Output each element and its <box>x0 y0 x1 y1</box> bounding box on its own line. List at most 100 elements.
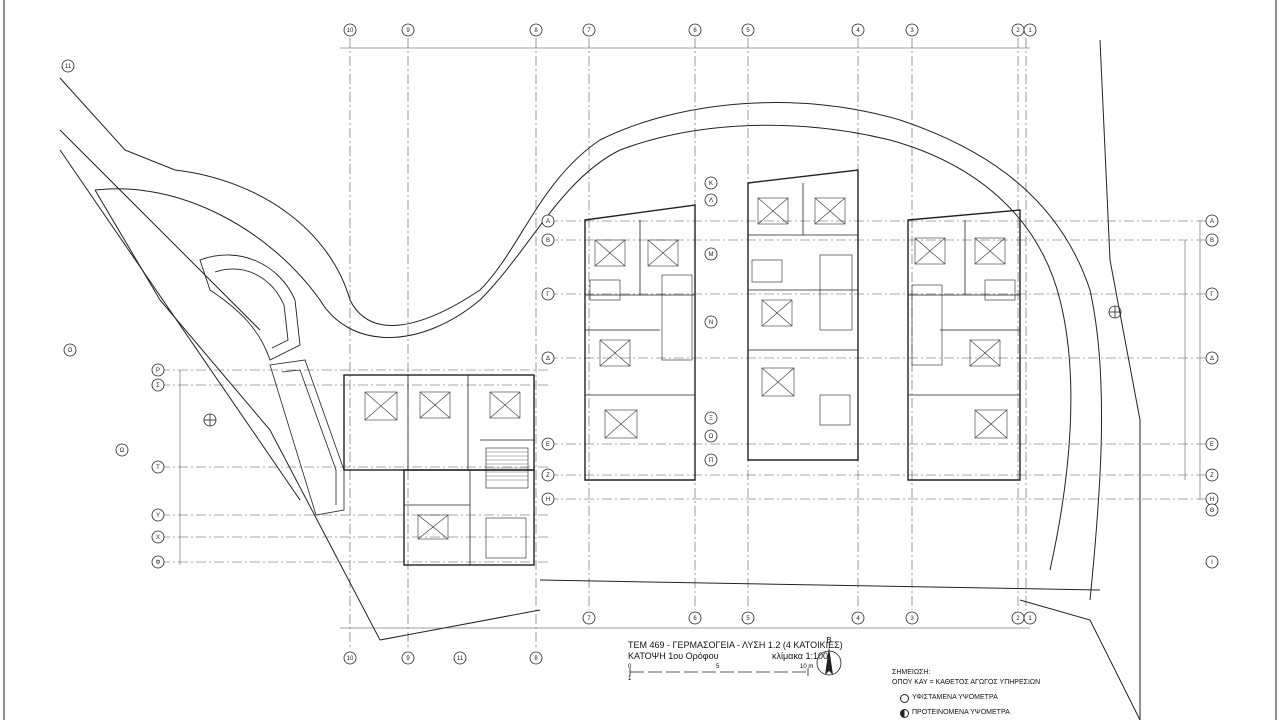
grid-labels-middle: K Λ M N Ξ Ο Π <box>709 181 714 464</box>
grid-label: 7 <box>587 616 591 622</box>
grid-labels-top: 10 9 8 7 6 5 4 3 2 1 11 <box>65 28 1032 70</box>
legend-existing-levels: ΥΦΙΣΤΑΜΕΝΑ ΥΨΟΜΕΤΡΑ <box>892 693 1042 703</box>
grid-label: 2 <box>1016 28 1020 34</box>
grid-label: Ο <box>68 348 73 354</box>
grid-label: I <box>1211 560 1213 566</box>
grid-label: Δ <box>546 356 550 362</box>
grid-label: 8 <box>534 656 538 662</box>
grid-label: 1 <box>1028 616 1032 622</box>
notes-line: ΟΠΟΥ ΚΑΥ = ΚΑΘΕΤΟΣ ΑΓΩΓΟΣ ΥΠΗΡΕΣΙΩΝ <box>892 679 1041 686</box>
grid-label: E <box>546 442 550 448</box>
scale-mark: 10 m <box>800 664 813 670</box>
grid-label: Z <box>1210 473 1214 479</box>
grid-lines-vertical <box>349 38 1027 650</box>
scale-mark: 5 <box>716 664 720 670</box>
grid-label: 4 <box>856 616 860 622</box>
grid-label: T <box>156 465 160 471</box>
grid-label: 6 <box>693 616 697 622</box>
grid-bubbles-top <box>61 23 1037 73</box>
grid-label: Γ <box>546 292 550 298</box>
notes-block: ΣΗΜΕΙΩΣΗ: ΟΠΟΥ ΚΑΥ = ΚΑΘΕΤΟΣ ΑΓΩΓΟΣ ΥΠΗΡ… <box>892 668 1042 718</box>
grid-label: 8 <box>534 28 538 34</box>
grid-labels-right: A B Γ Δ E Z H Θ I A B Γ Δ E Z H <box>546 219 1215 566</box>
grid-label: 3 <box>910 616 914 622</box>
grid-label: H <box>1210 497 1214 503</box>
dimension-lines <box>179 47 1201 629</box>
grid-label: X <box>156 535 160 541</box>
grid-lines-horizontal <box>160 220 1210 563</box>
north-label: Β <box>826 636 832 645</box>
grid-bubbles-left <box>63 343 165 569</box>
scale-mark: 0 <box>628 664 632 670</box>
grid-label: 11 <box>65 64 72 70</box>
proposed-level-icon <box>900 709 909 718</box>
legend-proposed-levels: ΠΡΟΤΕΙΝΟΜΕΝΑ ΥΨΟΜΕΤΡΑ <box>892 708 1042 718</box>
house-1 <box>343 374 535 566</box>
drawing-subtitle: ΚΑΤΟΨΗ 1ου Ορόφου <box>628 651 719 661</box>
grid-label: A <box>546 219 550 225</box>
grid-label: P <box>156 368 160 374</box>
curved-terrace <box>199 254 301 361</box>
house-4 <box>907 209 1021 481</box>
house-2 <box>584 204 696 481</box>
grid-label: Ο <box>709 434 714 440</box>
house-4-beds <box>914 237 1008 439</box>
grid-label: B <box>546 238 550 244</box>
grid-label: 6 <box>693 28 697 34</box>
grid-label: 10 <box>347 28 354 34</box>
scale-mark: 1 <box>628 676 632 680</box>
grid-label: H <box>546 497 550 503</box>
grid-label: M <box>709 252 714 258</box>
house-3-beds <box>757 197 846 397</box>
notes-heading: ΣΗΜΕΙΩΣΗ: <box>892 669 931 676</box>
site-boundary <box>59 39 1141 720</box>
grid-label: Π <box>709 458 713 464</box>
grid-label: N <box>709 320 713 326</box>
compass-icon <box>816 647 842 676</box>
house-1-stairs <box>486 451 528 481</box>
grid-label: 9 <box>406 28 410 34</box>
grid-label: Ω <box>120 448 125 454</box>
grid-label: Θ <box>1210 508 1215 514</box>
grid-bubbles-right <box>541 214 1219 569</box>
grid-label: Y <box>156 513 160 519</box>
existing-level-icon <box>900 694 909 703</box>
grid-label: Δ <box>1210 356 1214 362</box>
elevation-markers <box>203 305 1122 427</box>
grid-labels-left: P Σ T Y X Φ Ω Ο <box>68 348 161 566</box>
grid-label: K <box>709 181 713 187</box>
grid-label: 3 <box>910 28 914 34</box>
grid-label: 7 <box>587 28 591 34</box>
drawing-frame <box>3 0 1277 720</box>
north-arrow: Β <box>814 636 844 678</box>
house-3 <box>747 169 859 461</box>
title-block: ΤΕΜ 469 - ΓΕΡΜΑΣΟΓΕΙΑ - ΛΥΣΗ 1.2 (4 ΚΑΤΟ… <box>628 640 843 683</box>
grid-label: 9 <box>406 656 410 662</box>
drawing-title: ΤΕΜ 469 - ΓΕΡΜΑΣΟΓΕΙΑ - ΛΥΣΗ 1.2 (4 ΚΑΤΟ… <box>628 640 843 650</box>
grid-label: Σ <box>156 383 160 389</box>
grid-label: B <box>1210 238 1214 244</box>
grid-label: 10 <box>347 656 354 662</box>
grid-label: Λ <box>709 198 713 204</box>
grid-label: Ξ <box>709 416 713 422</box>
grid-label: E <box>1210 442 1214 448</box>
grid-label: Z <box>546 473 550 479</box>
grid-label: 5 <box>746 616 750 622</box>
grid-label: Φ <box>156 560 161 566</box>
grid-bubbles-middle <box>704 176 718 467</box>
grid-labels-bottom: 7 6 5 4 3 2 1 10 9 11 8 <box>347 616 1033 662</box>
grid-label: A <box>1210 219 1214 225</box>
house-2-beds <box>594 239 679 439</box>
house-1-beds <box>364 391 521 540</box>
grid-label: 4 <box>856 28 860 34</box>
grid-label: Γ <box>1210 292 1214 298</box>
grid-bubbles-bottom <box>343 611 1037 665</box>
grid-label: 1 <box>1028 28 1032 34</box>
grid-label: 11 <box>457 656 464 662</box>
grid-label: 2 <box>1016 616 1020 622</box>
drawing-scale: κλίμακα 1:100 <box>771 651 828 661</box>
scale-bar: 0 1 5 10 m <box>628 664 813 682</box>
house-1-balcony <box>269 359 345 516</box>
grid-label: 5 <box>746 28 750 34</box>
